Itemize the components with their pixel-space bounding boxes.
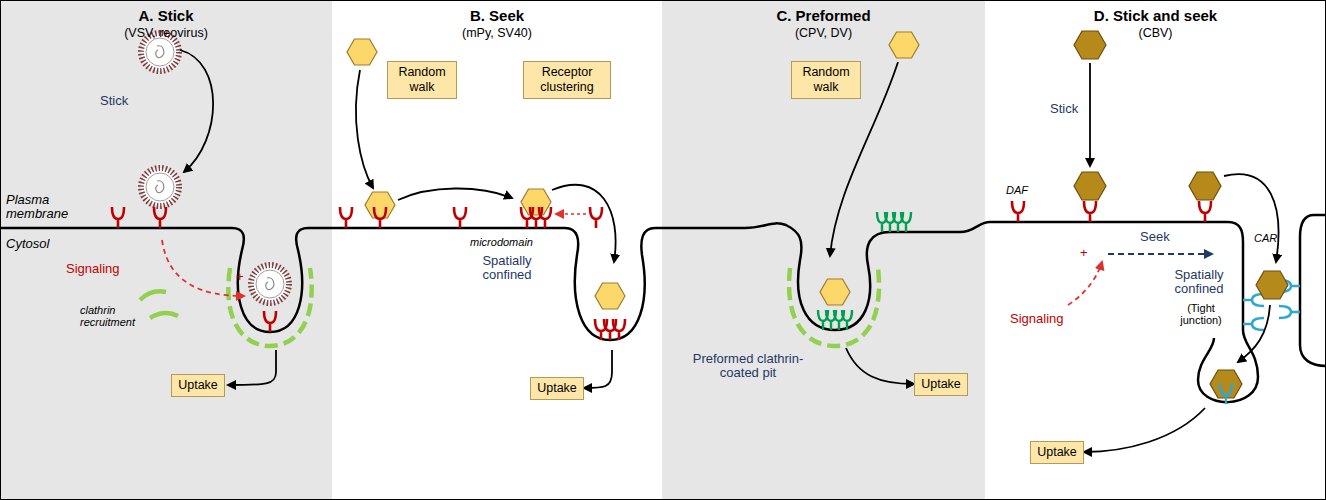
step-box: Random walk bbox=[387, 61, 457, 99]
stick-arrow bbox=[1089, 63, 1091, 166]
stick-arrow bbox=[180, 50, 213, 172]
annotation-label: Plasma membrane bbox=[6, 193, 68, 221]
panel-band: C. Preformed(CPV, DV) Random walkUptake bbox=[662, 0, 985, 500]
annotation-label: clathrin recruitment bbox=[80, 304, 142, 328]
box-label: Receptor clustering bbox=[529, 65, 605, 95]
receptor bbox=[901, 212, 911, 232]
virus-capsid bbox=[365, 192, 395, 218]
box-label: Random walk bbox=[393, 65, 451, 95]
annotation-label: DAF bbox=[1006, 184, 1028, 196]
step-box: Uptake bbox=[530, 377, 584, 400]
recruit-arrow bbox=[556, 213, 586, 215]
annotation-label: Seek bbox=[1140, 230, 1170, 244]
annotation-label: microdomain bbox=[470, 236, 533, 248]
panel-ground bbox=[0, 0, 332, 500]
car-receptor bbox=[1220, 383, 1232, 404]
virus-capsid bbox=[1074, 172, 1106, 200]
receptor bbox=[340, 207, 352, 228]
annotation-label: Signaling bbox=[1010, 312, 1064, 326]
panel-subtitle: (mPy, SV40) bbox=[332, 25, 662, 41]
daf-receptor bbox=[1012, 201, 1024, 222]
step-box: Receptor clustering bbox=[523, 61, 611, 99]
virus-capsid bbox=[1189, 172, 1221, 200]
signaling-arrow bbox=[1068, 262, 1102, 305]
virus-capsid bbox=[889, 32, 919, 58]
step-box: Uptake bbox=[171, 374, 225, 397]
panel-band: B. Seek(mPy, SV40) Random walk Receptor cl… bbox=[332, 0, 662, 500]
car-receptor bbox=[1243, 318, 1264, 330]
annotation-label: Stick bbox=[100, 94, 128, 108]
panel-subtitle: (CPV, DV) bbox=[662, 25, 985, 41]
uptake-arrow bbox=[846, 348, 914, 384]
box-label: Uptake bbox=[177, 378, 219, 393]
annotation-label: Cytosol bbox=[6, 237, 49, 251]
panel-title: D. Stick and seek bbox=[985, 7, 1326, 25]
receptor bbox=[539, 207, 551, 228]
panel-band: D. Stick and seek(CBV) Uptake bbox=[985, 0, 1326, 500]
panel-title: C. Preformed bbox=[662, 7, 985, 25]
receptor bbox=[590, 207, 602, 228]
uptake-arrow bbox=[228, 350, 276, 385]
panel-title: A. Stick bbox=[0, 7, 332, 25]
panel-band: A. Stick(VSV, reovirus) Uptake bbox=[0, 0, 332, 500]
step-box: Uptake bbox=[1030, 441, 1084, 464]
receptor bbox=[264, 311, 276, 332]
annotation-label: Stick bbox=[1050, 102, 1078, 116]
panel-title: B. Seek bbox=[332, 7, 662, 25]
panel-ground bbox=[662, 0, 985, 500]
receptor bbox=[613, 319, 625, 340]
box-label: Random walk bbox=[797, 65, 855, 95]
receptor bbox=[1199, 201, 1211, 222]
annotation-label: Spatially confined bbox=[472, 254, 542, 282]
annotation-label: Spatially confined bbox=[1160, 268, 1238, 296]
entry-arrow bbox=[1238, 305, 1270, 362]
virus-capsid bbox=[521, 189, 551, 215]
neighbour-membrane bbox=[1300, 215, 1326, 366]
annotation-label: Preformed clathrin-coated pit bbox=[692, 352, 804, 380]
annotation-label: CAR bbox=[1254, 232, 1277, 244]
seek-arrow bbox=[1108, 253, 1212, 255]
panel-subtitle: (VSV, reovirus) bbox=[0, 25, 332, 41]
annotation-label: Signaling bbox=[66, 262, 120, 276]
virus-capsid bbox=[1074, 31, 1106, 59]
seek-arrow bbox=[398, 188, 512, 200]
receptor bbox=[842, 310, 852, 330]
car-receptor bbox=[1243, 294, 1264, 306]
random-walk-arrow bbox=[356, 70, 373, 188]
annotation-label: + bbox=[236, 270, 244, 284]
entry-arrow bbox=[552, 185, 616, 262]
virus-capsid bbox=[595, 283, 625, 309]
panel-subtitle: (CBV) bbox=[985, 25, 1326, 41]
receptor bbox=[374, 207, 386, 228]
signaling-arrow bbox=[162, 240, 244, 296]
annotation-label: + bbox=[1080, 246, 1088, 260]
virus-particle bbox=[251, 265, 289, 303]
uptake-arrow bbox=[584, 350, 612, 388]
seek-arrow bbox=[1224, 174, 1278, 262]
annotation-label: (Tight junction) bbox=[1166, 302, 1236, 326]
virus-capsid bbox=[347, 39, 377, 65]
plasma-membrane bbox=[0, 222, 1258, 402]
virus-capsid bbox=[820, 279, 850, 305]
box-label: Uptake bbox=[536, 381, 578, 396]
virus-capsid bbox=[1256, 271, 1288, 299]
box-label: Uptake bbox=[920, 377, 962, 392]
virus-particle bbox=[141, 168, 179, 206]
receptor bbox=[112, 207, 124, 228]
clathrin-piece bbox=[140, 291, 178, 318]
receptor bbox=[154, 207, 166, 228]
box-label: Uptake bbox=[1036, 445, 1078, 460]
car-receptor bbox=[1279, 306, 1300, 318]
receptor bbox=[1084, 201, 1096, 222]
receptor bbox=[454, 207, 466, 228]
step-box: Uptake bbox=[914, 373, 968, 396]
step-box: Random walk bbox=[791, 61, 861, 99]
uptake-arrow bbox=[1084, 408, 1205, 452]
